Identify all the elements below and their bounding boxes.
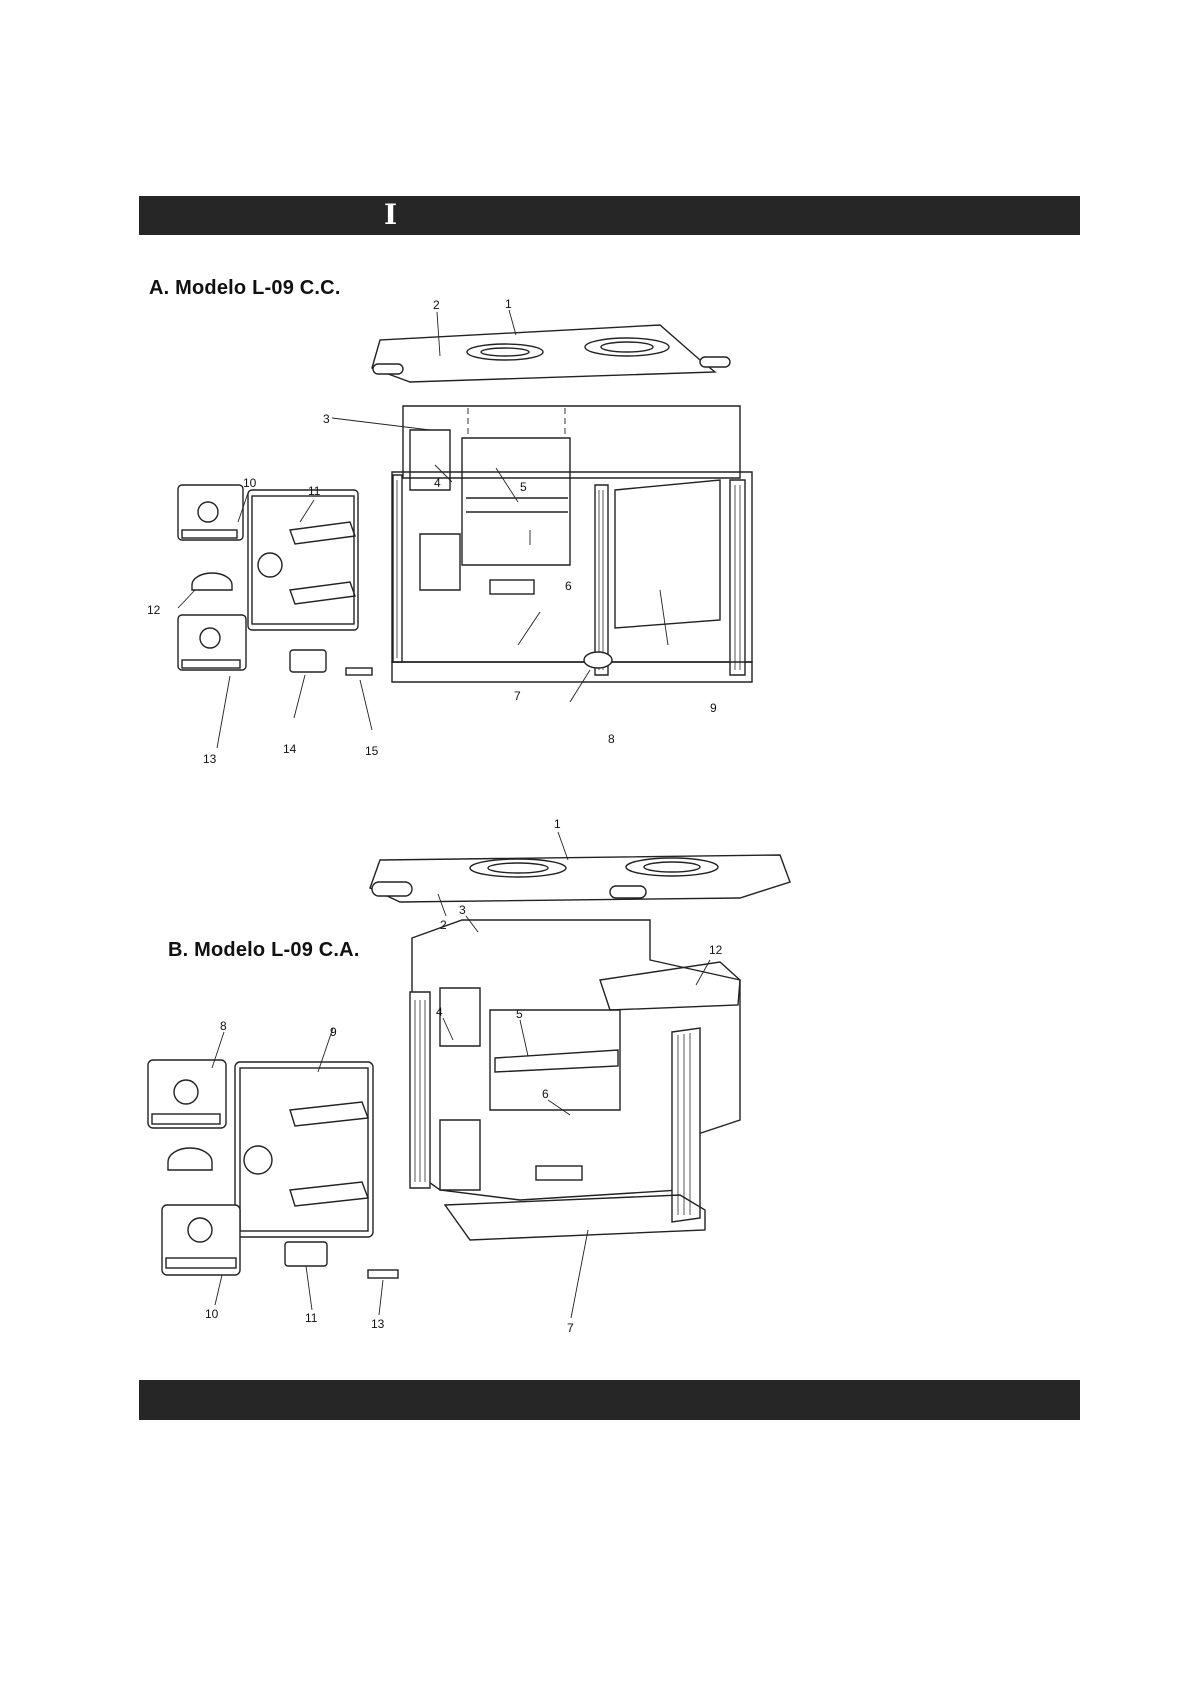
callout-7: 7 <box>514 689 521 703</box>
callout-13: 13 <box>371 1317 385 1331</box>
thermometer <box>192 573 232 590</box>
stove-body <box>410 920 740 1240</box>
callout-11: 11 <box>305 1311 318 1325</box>
callout-10: 10 <box>205 1307 219 1321</box>
ash-pan-door <box>290 650 326 672</box>
callout-12: 12 <box>709 943 723 957</box>
cooktop-plate <box>372 325 730 382</box>
callout-2: 2 <box>433 298 440 312</box>
cooktop-plate <box>370 855 790 902</box>
main-door <box>248 490 358 630</box>
upper-door <box>178 485 243 540</box>
vent-grille <box>368 1270 398 1278</box>
callout-1: 1 <box>554 817 561 831</box>
footer-bar <box>139 1380 1080 1420</box>
callout-2: 2 <box>440 918 447 932</box>
callout-3: 3 <box>459 903 466 917</box>
callout-13: 13 <box>203 752 217 766</box>
ash-pan-door <box>285 1242 327 1266</box>
callout-1: 1 <box>505 297 512 311</box>
callout-4: 4 <box>434 476 441 490</box>
model-b-exploded-diagram: 1 2 3 4 5 6 7 8 9 10 11 12 13 <box>140 810 800 1340</box>
section-title-bar: I <box>139 196 1080 235</box>
callout-5: 5 <box>520 480 527 494</box>
main-door <box>235 1062 373 1237</box>
callout-7: 7 <box>567 1321 574 1335</box>
callout-6: 6 <box>565 579 572 593</box>
callout-8: 8 <box>608 732 615 746</box>
thermometer <box>168 1148 212 1170</box>
callout-3: 3 <box>323 412 330 426</box>
callout-9: 9 <box>330 1025 337 1039</box>
callout-9: 9 <box>710 701 717 715</box>
callout-8: 8 <box>220 1019 227 1033</box>
stove-body <box>392 406 752 682</box>
callout-14: 14 <box>283 742 297 756</box>
callout-15: 15 <box>365 744 379 758</box>
callout-4: 4 <box>436 1005 443 1019</box>
section-title: I <box>384 198 397 232</box>
callout-11: 11 <box>308 484 321 498</box>
callout-10: 10 <box>243 476 257 490</box>
callout-12: 12 <box>147 603 161 617</box>
lower-door <box>162 1205 240 1275</box>
model-a-exploded-diagram: 1 2 3 4 5 6 7 8 9 10 11 12 13 14 15 <box>140 290 800 770</box>
callout-6: 6 <box>542 1087 549 1101</box>
lower-door <box>178 615 246 670</box>
callout-5: 5 <box>516 1007 523 1021</box>
vent-grille <box>346 668 372 675</box>
upper-door <box>148 1060 226 1128</box>
